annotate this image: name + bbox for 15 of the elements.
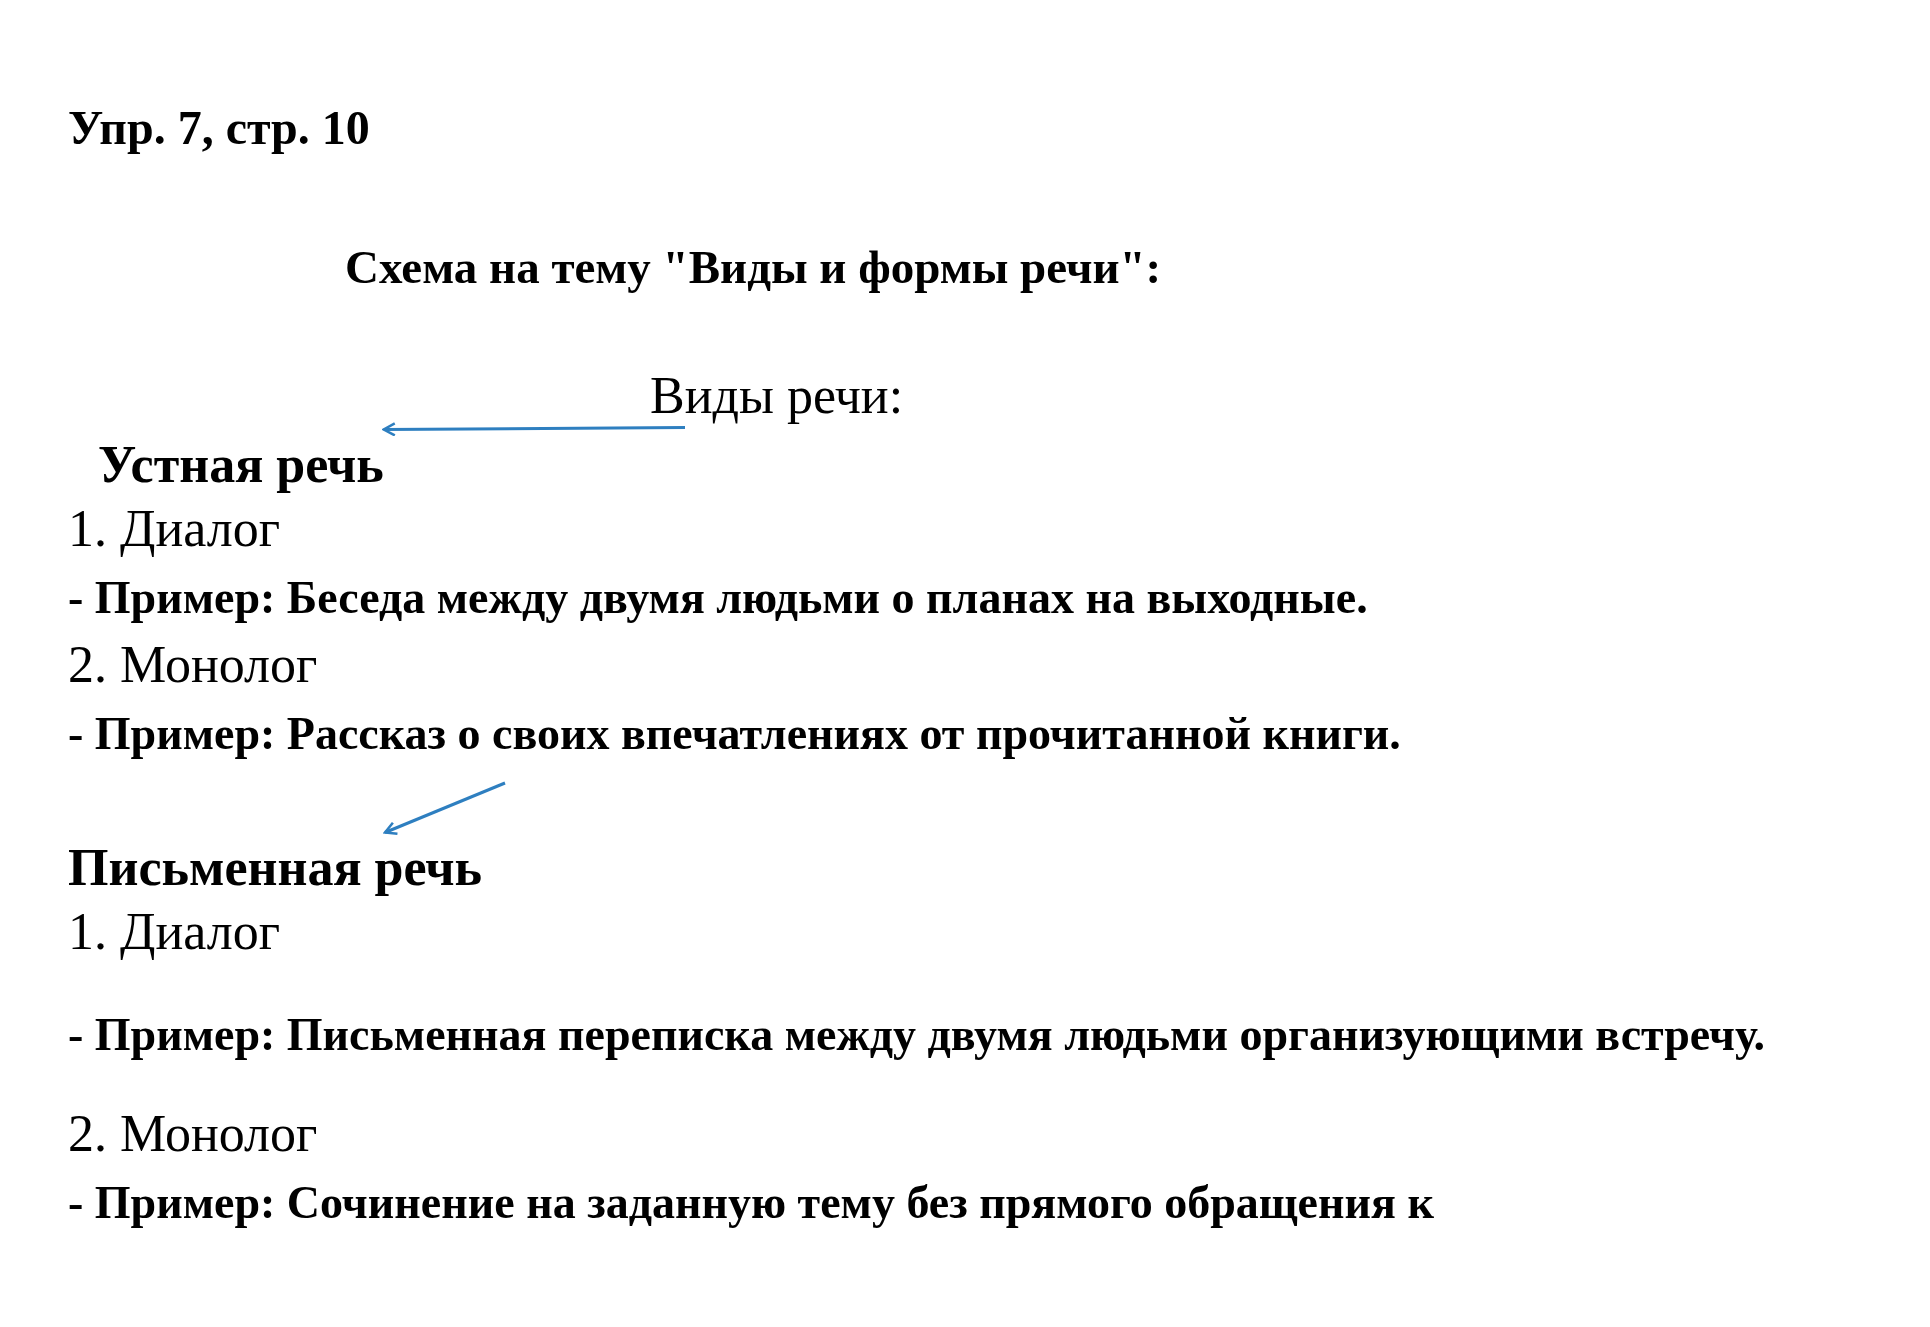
arrow bbox=[383, 781, 506, 836]
arrow bbox=[382, 422, 685, 437]
list-item: 2. Монолог bbox=[68, 1104, 318, 1164]
exercise-number: Упр. 7, стр. 10 bbox=[68, 100, 370, 156]
list-item: 2. Монолог bbox=[68, 635, 318, 695]
list-item: 1. Диалог bbox=[68, 499, 281, 559]
example-text: - Пример: Сочинение на заданную тему без прямого обращения к bbox=[68, 1176, 1435, 1230]
category-heading: Виды речи: bbox=[650, 362, 904, 428]
section-heading: Письменная речь bbox=[68, 834, 483, 900]
example-text: - Пример: Беседа между двумя людьми о планах на выходные. bbox=[68, 571, 1369, 625]
list-item: 1. Диалог bbox=[68, 902, 281, 962]
section-heading: Устная речь bbox=[98, 431, 384, 497]
heading: Схема на тему "Виды и формы речи": bbox=[345, 240, 1162, 295]
example-text: - Пример: Рассказ о своих впечатлениях от прочитанной книги. bbox=[68, 707, 1402, 761]
example-text: - Пример: Письменная переписка между двумя людьми организующими встречу. bbox=[68, 1008, 1766, 1062]
